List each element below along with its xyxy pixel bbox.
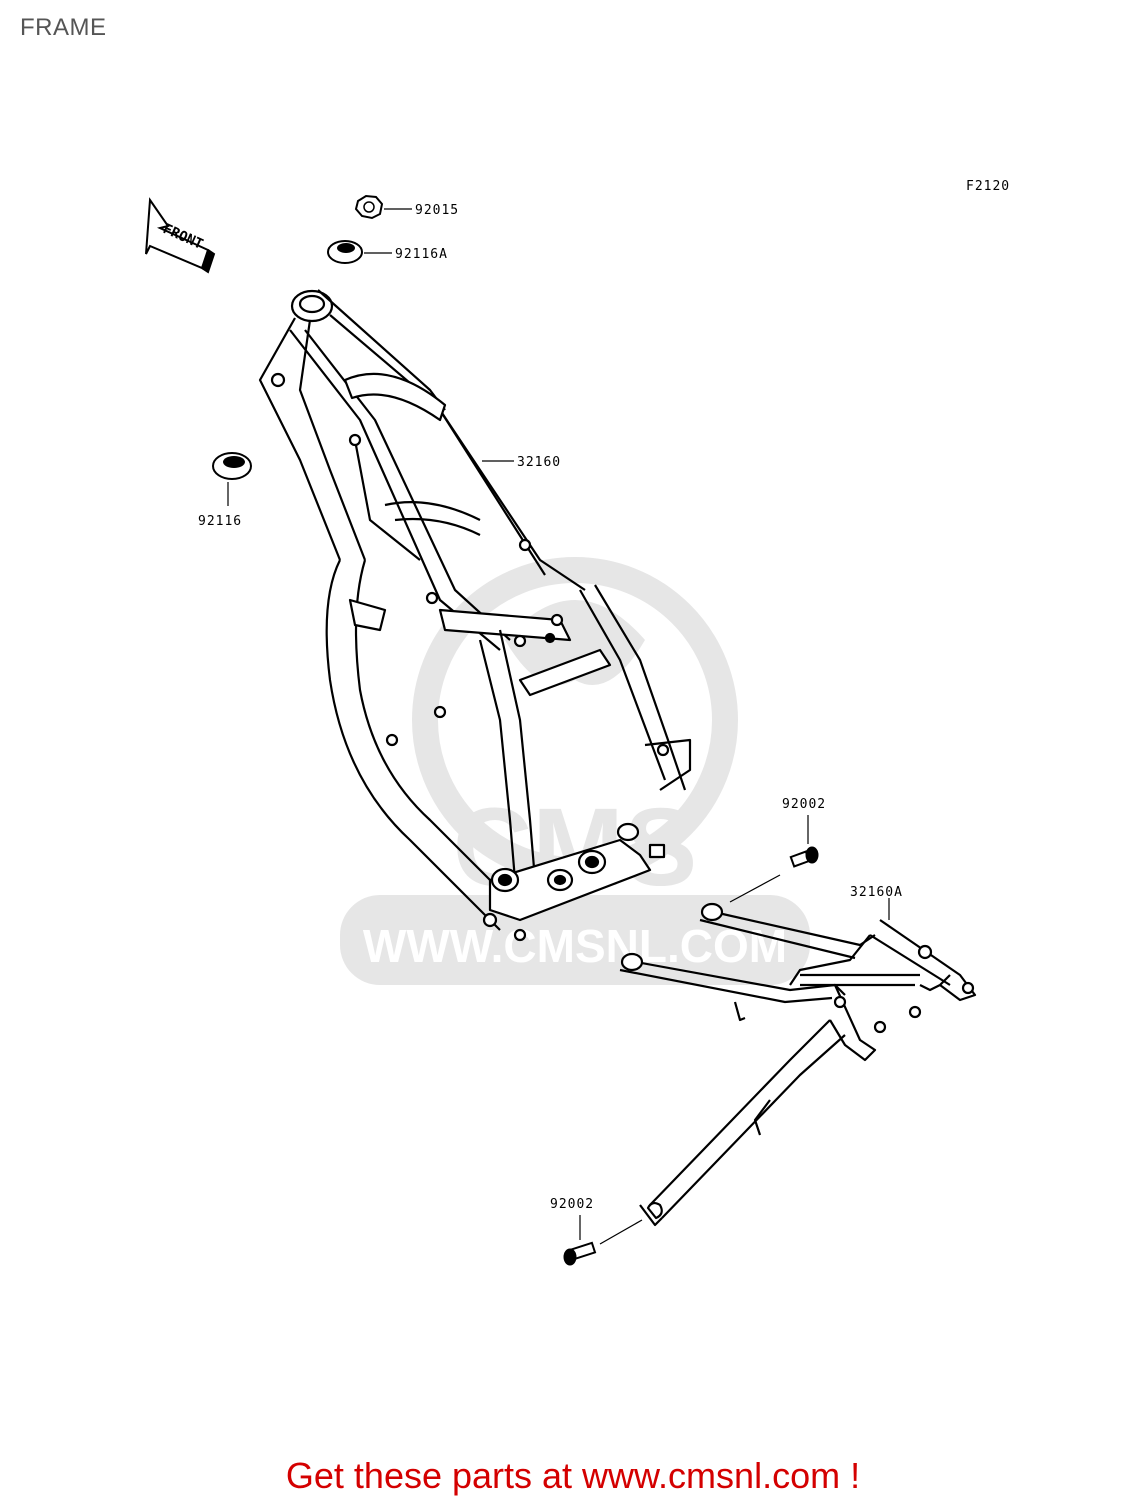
watermark: CMS WWW.CMSNL.COM: [340, 557, 810, 985]
label-92002-lower: 92002: [550, 1197, 594, 1212]
front-arrow-icon: FRONT: [145, 197, 216, 274]
label-92015: 92015: [415, 203, 459, 218]
page-title: FRAME: [20, 14, 107, 41]
main-frame-part: [258, 289, 692, 942]
bolt-lower-part: [563, 1215, 643, 1266]
diagram-code: F2120: [966, 179, 1010, 194]
watermark-text: WWW.CMSNL.COM: [363, 920, 787, 972]
bolt-upper-part: [729, 815, 819, 903]
sub-frame-part: [619, 898, 977, 1227]
seal-upper-part: [327, 240, 392, 264]
seal-lower-part: [212, 452, 252, 506]
footer-link[interactable]: Get these parts at www.cmsnl.com !: [285, 1455, 861, 1496]
label-32160A: 32160A: [850, 885, 903, 900]
label-92002-upper: 92002: [782, 797, 826, 812]
label-92116: 92116: [198, 514, 242, 529]
nut-part: [354, 194, 412, 220]
label-92116A: 92116A: [395, 247, 448, 262]
label-32160: 32160: [517, 455, 561, 470]
